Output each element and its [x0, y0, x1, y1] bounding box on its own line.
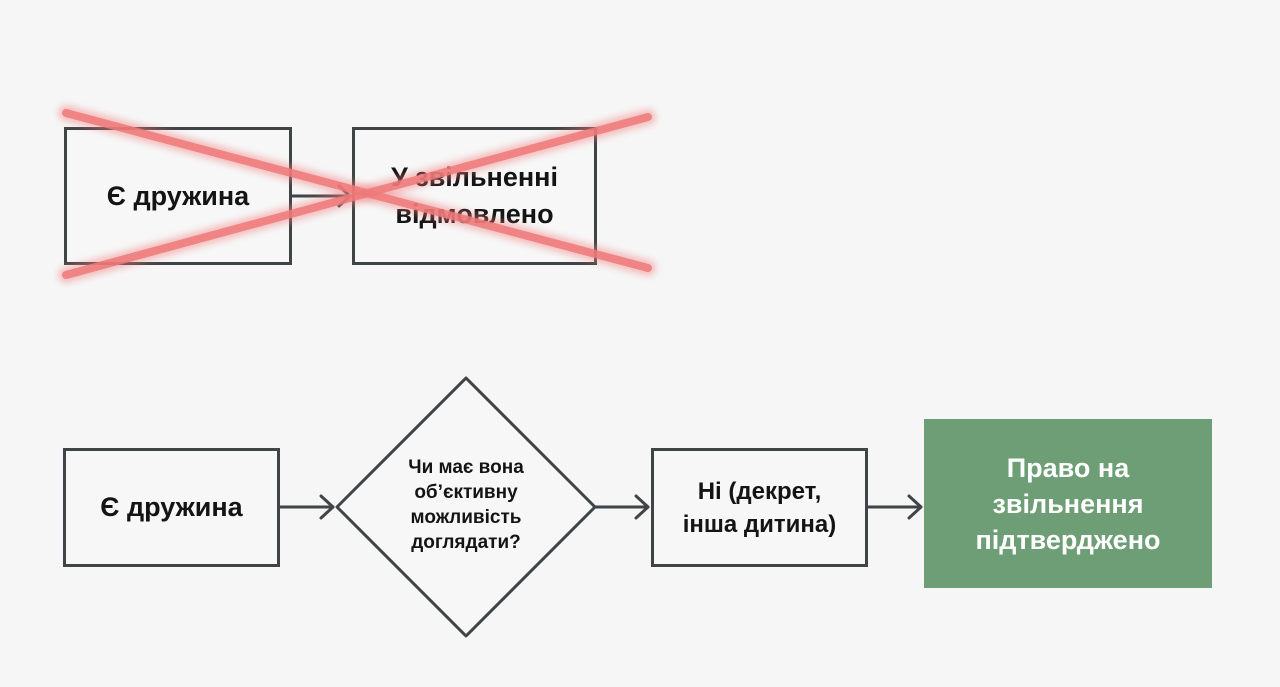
rejected-wife-label: Є дружина — [106, 180, 250, 211]
arrow-to-result — [866, 494, 923, 520]
decision-label: Чи має вона об’єктивну можливість догляд… — [408, 457, 524, 553]
no-reason-box: Ні (декрет, інша дитина) — [651, 448, 868, 567]
approved-result-label: Право на звільнення підтверджено — [975, 452, 1161, 555]
approved-wife-label: Є дружина — [100, 492, 243, 522]
approved-result-box: Право на звільнення підтверджено — [924, 419, 1212, 588]
approved-wife-box: Є дружина — [63, 448, 280, 567]
decision-diamond — [335, 376, 597, 638]
no-reason-label: Ні (декрет, інша дитина) — [682, 477, 837, 538]
arrow-to-no-reason — [593, 494, 650, 520]
rejection-cross — [58, 105, 656, 283]
arrow-to-decision — [278, 494, 335, 520]
